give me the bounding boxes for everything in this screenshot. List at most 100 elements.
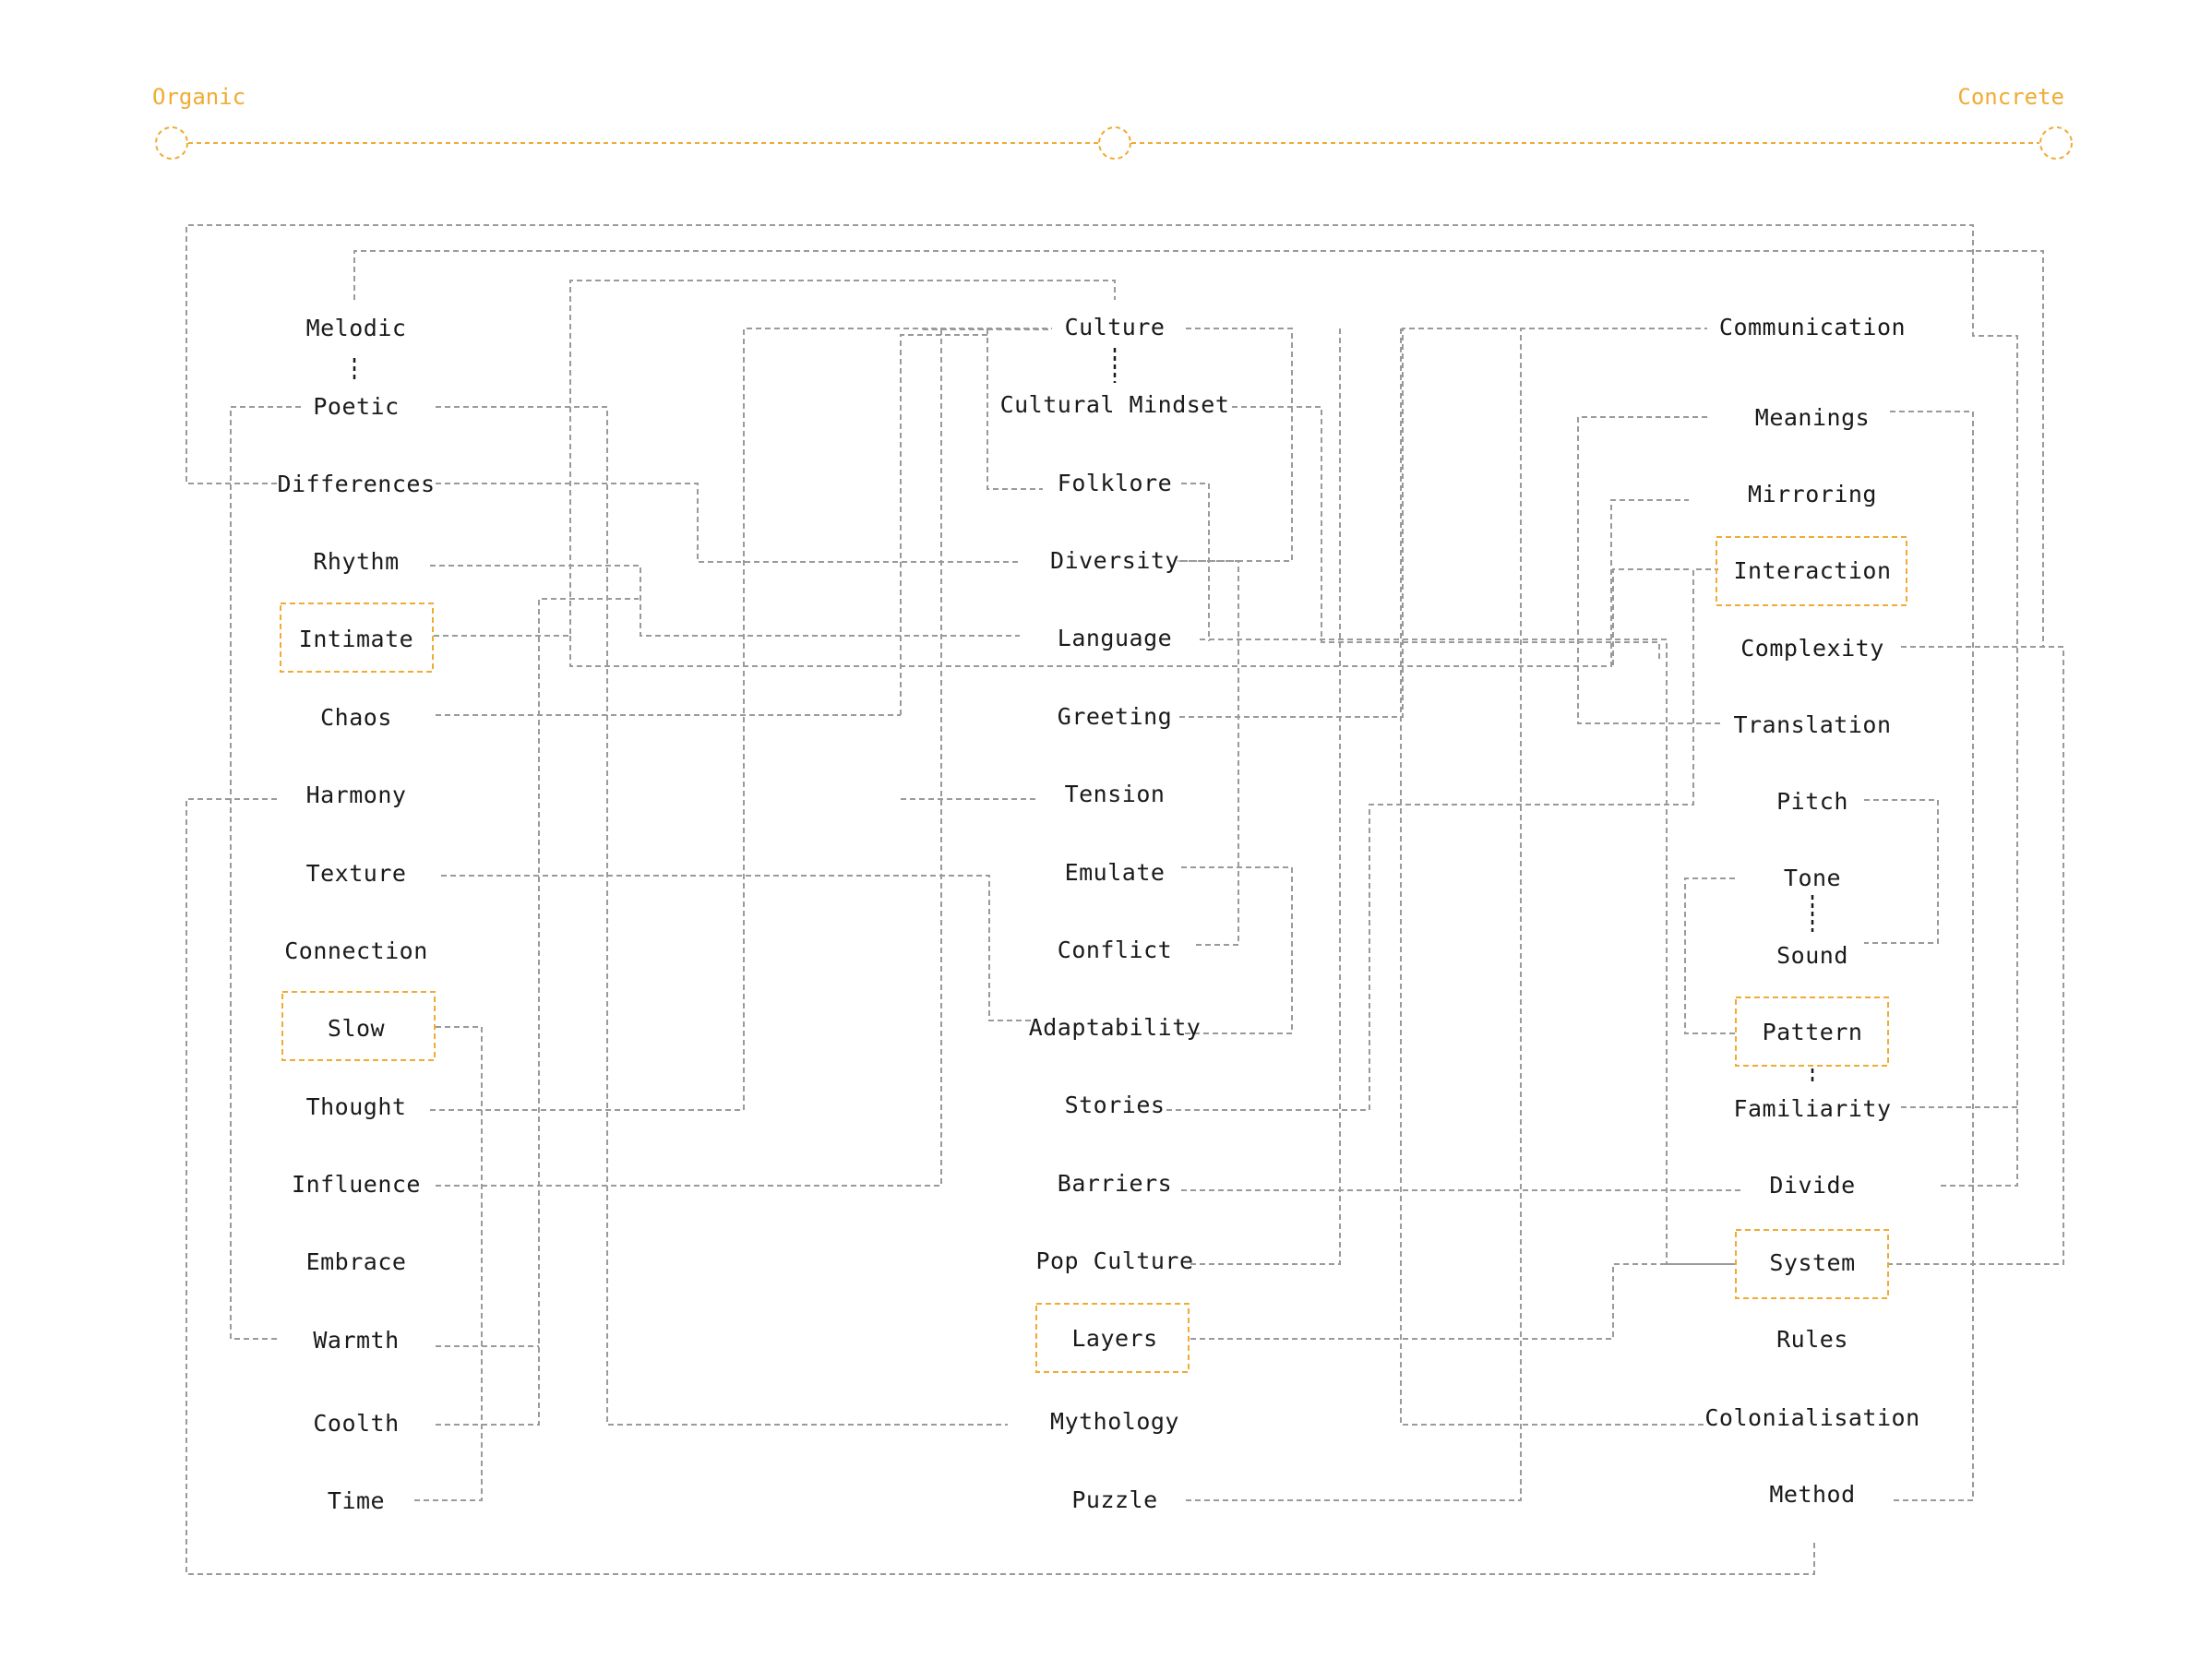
connector bbox=[1890, 411, 1974, 1501]
left-column: Melodic Poetic Differences Rhythm Intima… bbox=[277, 315, 435, 1514]
connector bbox=[1181, 866, 1293, 1034]
node-stories: Stories bbox=[1065, 1092, 1166, 1118]
connector bbox=[430, 565, 1020, 637]
connector bbox=[569, 499, 1689, 667]
axis-node-center bbox=[1098, 126, 1131, 160]
node-harmony: Harmony bbox=[306, 782, 407, 808]
connector bbox=[986, 328, 1043, 490]
node-layers: Layers bbox=[1071, 1325, 1157, 1352]
highlight-box-interaction bbox=[1716, 536, 1907, 606]
node-conflict: Conflict bbox=[1058, 937, 1172, 963]
organic-concrete-axis: Organic Concrete bbox=[152, 84, 2073, 160]
connector bbox=[1190, 1263, 1735, 1340]
connector bbox=[1166, 568, 1718, 1111]
node-adaptability: Adaptability bbox=[1029, 1014, 1202, 1041]
highlight-box-pattern bbox=[1735, 997, 1889, 1067]
node-chaos: Chaos bbox=[320, 704, 392, 731]
node-translation: Translation bbox=[1733, 711, 1891, 738]
highlight-boxes bbox=[280, 536, 1907, 1373]
axis-label-organic: Organic bbox=[152, 84, 245, 110]
connector bbox=[900, 334, 987, 715]
node-interaction: Interaction bbox=[1733, 557, 1891, 584]
node-colonialisation: Colonialisation bbox=[1704, 1404, 1919, 1431]
connector bbox=[1232, 406, 1660, 662]
node-meanings: Meanings bbox=[1755, 404, 1870, 431]
connector bbox=[434, 280, 1116, 637]
node-communication: Communication bbox=[1719, 314, 1906, 340]
node-divide: Divide bbox=[1769, 1172, 1855, 1199]
connector bbox=[1178, 328, 1293, 562]
node-greeting: Greeting bbox=[1058, 703, 1172, 730]
connector bbox=[1181, 483, 1210, 641]
node-pop-culture: Pop Culture bbox=[1035, 1247, 1193, 1274]
node-influence: Influence bbox=[292, 1171, 421, 1198]
node-poetic: Poetic bbox=[313, 393, 399, 420]
node-coolth: Coolth bbox=[313, 1410, 399, 1437]
node-puzzle: Puzzle bbox=[1071, 1486, 1157, 1513]
connector bbox=[441, 875, 1034, 1021]
connector bbox=[1190, 328, 1341, 1265]
connector bbox=[230, 406, 305, 1340]
axis-node-organic bbox=[155, 126, 188, 160]
direct-links bbox=[353, 348, 1814, 1085]
connector bbox=[1864, 799, 1939, 944]
connector bbox=[1684, 877, 1737, 1034]
connector bbox=[436, 406, 1008, 1426]
node-intimate: Intimate bbox=[299, 626, 413, 652]
connector bbox=[1577, 416, 1721, 724]
node-culture: Culture bbox=[1065, 314, 1166, 340]
node-system: System bbox=[1769, 1249, 1855, 1276]
node-rules: Rules bbox=[1776, 1326, 1848, 1353]
node-complexity: Complexity bbox=[1740, 635, 1884, 662]
axis-label-concrete: Concrete bbox=[1957, 84, 2064, 110]
node-melodic: Melodic bbox=[306, 315, 407, 341]
node-mythology: Mythology bbox=[1050, 1408, 1179, 1435]
middle-column: Culture Cultural Mindset Folklore Divers… bbox=[1000, 314, 1230, 1513]
node-connection: Connection bbox=[284, 937, 428, 964]
node-emulate: Emulate bbox=[1065, 859, 1166, 886]
connector bbox=[1400, 328, 1707, 1426]
node-cultural-mindset: Cultural Mindset bbox=[1000, 391, 1230, 418]
node-tension: Tension bbox=[1065, 781, 1166, 807]
connector bbox=[1612, 568, 1689, 666]
connector bbox=[1179, 328, 1707, 718]
connector bbox=[436, 483, 1020, 563]
highlight-box-slow bbox=[281, 991, 436, 1061]
right-column: Communication Meanings Mirroring Interac… bbox=[1704, 314, 1919, 1508]
node-differences: Differences bbox=[277, 471, 435, 497]
connector bbox=[1200, 639, 1735, 1265]
node-warmth: Warmth bbox=[313, 1327, 399, 1354]
node-folklore: Folklore bbox=[1058, 470, 1172, 496]
connector bbox=[436, 598, 639, 1426]
node-sound: Sound bbox=[1776, 942, 1848, 969]
connector-lines bbox=[185, 224, 2064, 1575]
node-rhythm: Rhythm bbox=[313, 548, 399, 575]
node-method: Method bbox=[1769, 1481, 1855, 1508]
axis-node-concrete bbox=[2039, 126, 2073, 160]
node-mirroring: Mirroring bbox=[1748, 481, 1877, 507]
node-pattern: Pattern bbox=[1763, 1019, 1863, 1045]
node-embrace: Embrace bbox=[306, 1248, 407, 1275]
connector bbox=[412, 1026, 483, 1501]
node-texture: Texture bbox=[306, 860, 407, 887]
node-familiarity: Familiarity bbox=[1733, 1095, 1891, 1122]
connector bbox=[1179, 560, 1239, 946]
connector bbox=[185, 798, 1815, 1575]
node-tone: Tone bbox=[1784, 865, 1841, 891]
node-language: Language bbox=[1058, 625, 1172, 651]
connector bbox=[430, 328, 1052, 1111]
node-thought: Thought bbox=[306, 1093, 407, 1120]
node-pitch: Pitch bbox=[1776, 788, 1848, 815]
connector bbox=[1186, 328, 1522, 1501]
node-diversity: Diversity bbox=[1050, 547, 1179, 574]
connector bbox=[1888, 646, 2064, 1265]
node-barriers: Barriers bbox=[1058, 1170, 1172, 1197]
highlight-box-layers bbox=[1035, 1303, 1190, 1373]
connector bbox=[185, 224, 2018, 1187]
node-slow: Slow bbox=[328, 1015, 386, 1042]
highlight-box-system bbox=[1735, 1229, 1889, 1299]
highlight-box-intimate bbox=[280, 603, 434, 673]
node-time: Time bbox=[328, 1487, 385, 1514]
connector bbox=[436, 328, 942, 1187]
